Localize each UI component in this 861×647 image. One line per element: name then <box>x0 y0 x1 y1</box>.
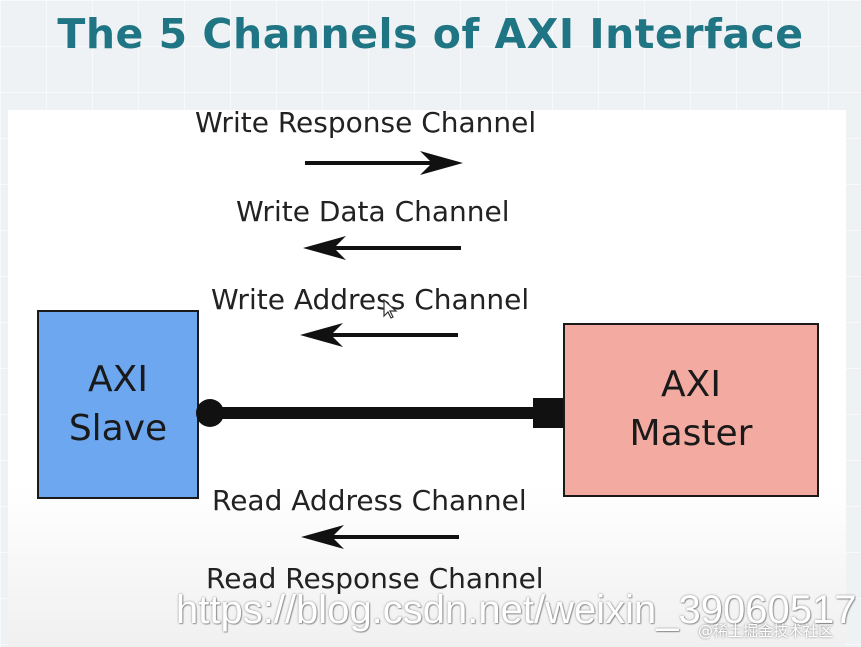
axi-master-box: AXI Master <box>563 323 819 497</box>
arrow-left-icon <box>300 323 458 347</box>
arrow-right-icon <box>305 151 463 175</box>
channel-label-read-response: Read Response Channel <box>206 562 544 595</box>
channel-label-write-response: Write Response Channel <box>195 106 537 139</box>
arrow-left-icon <box>303 236 461 260</box>
slave-label-line2: Slave <box>68 407 168 449</box>
channel-label-write-address: Write Address Channel <box>211 283 530 316</box>
arrow-left-icon <box>301 525 459 549</box>
slave-label-line1: AXI <box>88 358 148 400</box>
bus-connection <box>196 398 563 428</box>
axi-slave-box: AXI Slave <box>37 310 199 499</box>
channel-label-read-address: Read Address Channel <box>212 484 527 517</box>
channel-label-write-data: Write Data Channel <box>236 195 510 228</box>
mouse-cursor-icon <box>383 298 398 319</box>
watermark-url: https://blog.csdn.net/weixin_39060517 <box>176 588 857 632</box>
page-title: The 5 Channels of AXI Interface <box>57 10 804 58</box>
watermark-community: @稀土掘金技术社区 <box>698 622 834 640</box>
master-label-line1: AXI <box>661 364 721 406</box>
master-label-line2: Master <box>629 413 753 454</box>
